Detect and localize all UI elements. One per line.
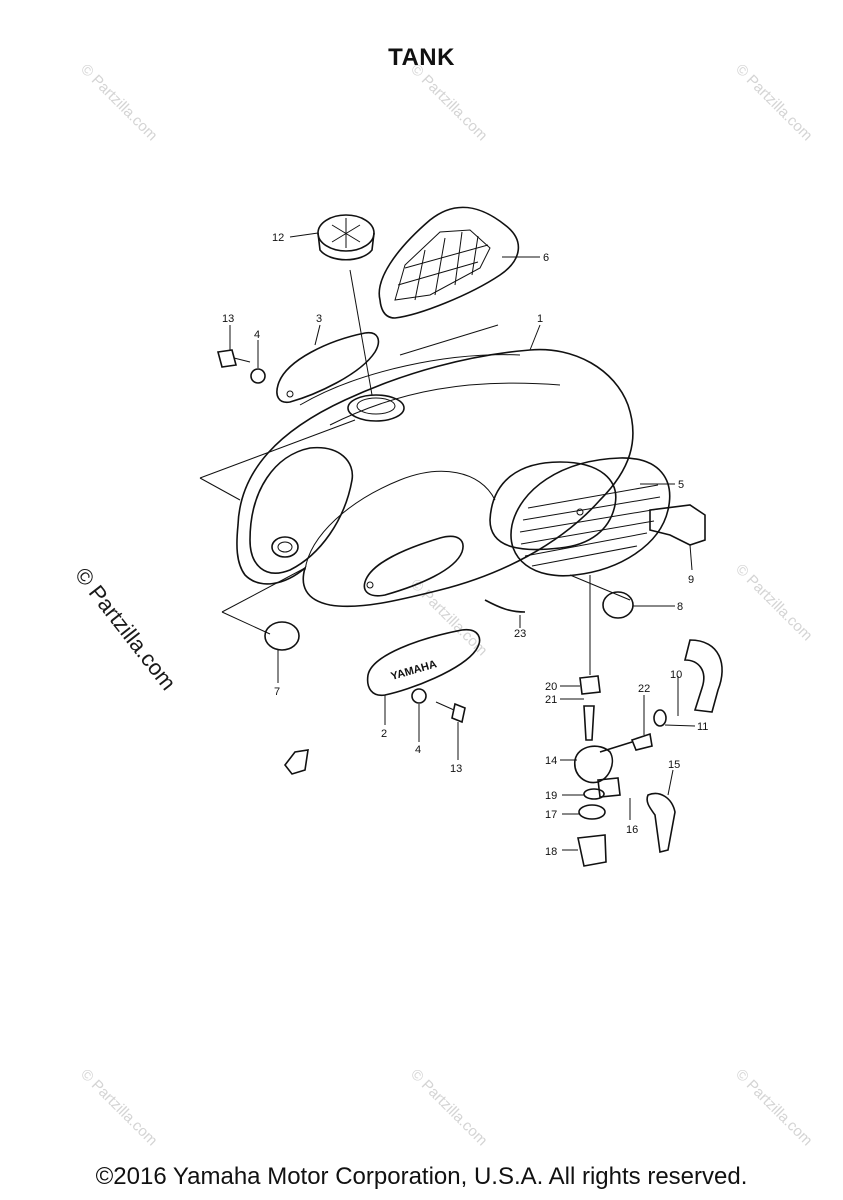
watermark: © Partzilla.com <box>77 61 160 144</box>
watermarks: © Partzilla.com © Partzilla.com © Partzi… <box>70 61 816 1149</box>
callout-1: 1 <box>537 313 543 325</box>
callout-14: 14 <box>545 755 557 767</box>
watermark: © Partzilla.com <box>732 61 815 144</box>
diagram-title: TANK <box>388 44 455 71</box>
grommet <box>602 591 634 619</box>
fuel-cock-assembly <box>574 675 676 867</box>
tank-cap <box>317 214 375 261</box>
callout-4a: 4 <box>254 329 260 341</box>
front-arrow-icon <box>283 749 309 775</box>
callout-7: 7 <box>274 686 280 698</box>
callout-13b: 13 <box>450 763 462 775</box>
clip-bracket <box>649 504 706 546</box>
leader-lines <box>199 232 696 851</box>
callout-15: 15 <box>668 759 680 771</box>
callout-22: 22 <box>638 683 650 695</box>
watermark: © Partzilla.com <box>77 1066 160 1149</box>
copyright-notice: ©2016 Yamaha Motor Corporation, U.S.A. A… <box>95 1163 748 1190</box>
callout-4b: 4 <box>415 744 421 756</box>
callout-17: 17 <box>545 809 557 821</box>
callout-20: 20 <box>545 681 557 693</box>
watermark: © Partzilla.com <box>732 561 815 644</box>
callout-13a: 13 <box>222 313 234 325</box>
knee-pad <box>510 457 671 577</box>
callout-9: 9 <box>688 574 694 586</box>
callout-12: 12 <box>272 232 284 244</box>
screws-washers <box>216 349 466 724</box>
callout-11: 11 <box>697 721 708 733</box>
callout-21: 21 <box>545 694 557 706</box>
upper-emblem <box>276 331 380 404</box>
fuel-hose <box>683 639 723 713</box>
fuel-tank <box>236 348 634 608</box>
callout-23: 23 <box>514 628 526 640</box>
callout-5: 5 <box>678 479 684 491</box>
callout-2: 2 <box>381 728 387 740</box>
watermark: © Partzilla.com <box>407 61 490 144</box>
callout-18: 18 <box>545 846 557 858</box>
grid-knee-pad <box>378 206 520 319</box>
callout-8: 8 <box>677 601 683 613</box>
callout-16: 16 <box>626 824 638 836</box>
callout-19: 19 <box>545 790 557 802</box>
hose-clamp <box>653 709 667 727</box>
callout-labels: 1 2 3 4 4 5 6 7 8 9 10 11 12 13 13 14 15… <box>222 232 708 858</box>
side-cap <box>264 621 300 651</box>
callout-6: 6 <box>543 252 549 264</box>
breather-pipe <box>484 599 526 613</box>
watermark: © Partzilla.com <box>407 1066 490 1149</box>
watermark-dark: © Partzilla.com <box>70 563 181 695</box>
watermark: © Partzilla.com <box>732 1066 815 1149</box>
callout-3: 3 <box>316 313 322 325</box>
callout-10: 10 <box>670 669 682 681</box>
